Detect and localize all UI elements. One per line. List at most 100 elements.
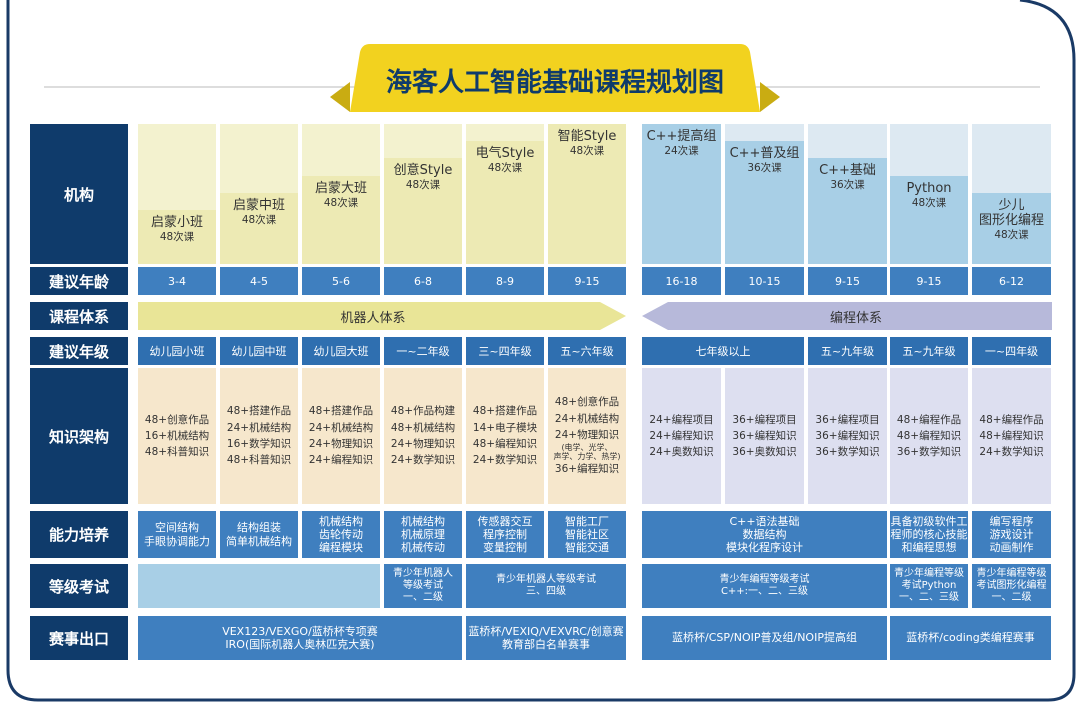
course-name: C++基础 [819,163,876,178]
age-cell: 6-8 [384,267,462,295]
grade-cell: 五~九年级 [808,337,887,365]
knowledge-cell: 24+编程项目 24+编程知识 24+奥数知识 [642,368,721,504]
course-lessons: 48次课 [911,196,947,209]
course-name: 智能Style [557,129,617,144]
knowledge-cell: 48+作品构建 48+机械结构 24+物理知识 24+数学知识 [384,368,462,504]
contest-cell-a: VEX123/VEXGO/蓝桥杯专项赛 IRO(国际机器人奥林匹克大赛) [138,616,462,660]
course-lessons: 36次课 [830,178,865,191]
course-lessons: 48次课 [487,161,523,174]
grade-cell: 幼儿园中班 [220,337,298,365]
coding-system-label: 编程体系 [829,310,882,326]
row-label-system: 课程体系 [30,302,128,330]
ability-cell: 传感器交互 程序控制 变量控制 [466,511,544,558]
course-name: 少儿 图形化编程 [978,198,1044,228]
course-lessons: 24次课 [664,144,699,157]
course-name: 创意Style [393,163,453,178]
age-cell: 6-12 [972,267,1051,295]
ability-cell: 编写程序 游戏设计 动画制作 [972,511,1051,558]
course-lessons: 36次课 [747,161,782,174]
course-name: Python [906,181,952,196]
grade-cell: 五~六年级 [548,337,626,365]
age-cell: 8-9 [466,267,544,295]
exam-cell-robot-b: 青少年机器人等级考试 三、四级 [466,564,626,608]
age-cell: 9-15 [808,267,887,295]
knowledge-cell: 48+编程作品 48+编程知识 24+数学知识 [972,368,1051,504]
age-cell: 10-15 [725,267,804,295]
knowledge-cell: 48+搭建作品 24+机械结构 24+物理知识 24+编程知识 [302,368,380,504]
ability-cell: 结构组装 简单机械结构 [220,511,298,558]
knowledge-cell: 36+编程项目 36+编程知识 36+数学知识 [808,368,887,504]
exam-cell: 青少年编程等级 考试Python 一、二、三级 [890,564,968,608]
ability-cell: 具备初级软件工 程师的核心技能 和编程思想 [890,511,968,558]
grade-cell: 幼儿园大班 [302,337,380,365]
grade-cell-merged: 七年级以上 [642,337,804,365]
course-name: 电气Style [475,146,535,161]
age-cell: 5-6 [302,267,380,295]
course-name: 启蒙小班 [150,215,203,230]
robot-system-label: 机器人体系 [340,310,406,326]
row-label-ability: 能力培养 [30,511,128,558]
page-title: 海客人工智能基础课程规划图 [385,67,724,98]
grade-cell: 一~四年级 [972,337,1051,365]
ability-cell: 智能工厂 智能社区 智能交通 [548,511,626,558]
contest-cell-b: 蓝桥杯/VEXIQ/VEXVRC/创意赛 教育部白名单赛事 [466,616,626,660]
course-lessons: 48次课 [405,178,441,191]
row-label-grade: 建议年级 [30,337,128,365]
exam-cell-cpp: 青少年编程等级考试 C++:一、二、三级 [642,564,887,608]
knowledge-cell: 48+搭建作品 14+电子模块 48+编程知识 24+数学知识 [466,368,544,504]
grade-cell: 一~二年级 [384,337,462,365]
contest-cell-d: 蓝桥杯/coding类编程赛事 [890,616,1051,660]
ability-cell: 机械结构 齿轮传动 编程模块 [302,511,380,558]
row-label-age: 建议年龄 [30,267,128,295]
ability-cell: 机械结构 机械原理 机械传动 [384,511,462,558]
course-lessons: 48次课 [159,230,195,243]
title-banner-shape [330,44,780,112]
knowledge-note: (电学、光学、 声学、力学、热学) [553,443,621,462]
grade-cell: 幼儿园小班 [138,337,216,365]
course-name: C++提高组 [646,129,717,144]
knowledge-cell: 48+搭建作品 24+机械结构 16+数学知识 48+科普知识 [220,368,298,504]
course-name: C++普及组 [729,146,800,161]
age-cell: 9-15 [548,267,626,295]
row-label-org: 机构 [30,124,128,264]
course-lessons: 48次课 [994,228,1029,241]
knowledge-extra: 36+编程知识 [554,463,620,476]
ability-cell-cpp: C++语法基础 数据结构 模块化程序设计 [642,511,887,558]
title-banner: 海客人工智能基础课程规划图 [330,42,780,112]
age-cell: 3-4 [138,267,216,295]
course-name: 启蒙中班 [232,198,285,213]
knowledge-cell: 36+编程项目 36+编程知识 36+奥数知识 [725,368,804,504]
exam-cell: 青少年编程等级 考试图形化编程 一、二级 [972,564,1051,608]
ability-cell: 空间结构 手眼协调能力 [138,511,216,558]
row-label-knowledge: 知识架构 [30,368,128,504]
exam-empty-cell [138,564,380,608]
course-name: 启蒙大班 [314,181,367,196]
age-cell: 9-15 [890,267,968,295]
exam-cell-robot-a: 青少年机器人 等级考试 一、二级 [384,564,462,608]
row-label-exam: 等级考试 [30,564,128,608]
age-cell: 4-5 [220,267,298,295]
row-label-contest: 赛事出口 [30,616,128,660]
course-lessons: 48次课 [323,196,359,209]
contest-cell-c: 蓝桥杯/CSP/NOIP普及组/NOIP提高组 [642,616,887,660]
knowledge-cell: 48+编程作品 48+编程知识 36+数学知识 [890,368,968,504]
grade-cell: 三~四年级 [466,337,544,365]
knowledge-cell: 48+创意作品 24+机械结构 24+物理知识(电学、光学、 声学、力学、热学)… [548,368,626,504]
grade-cell: 五~九年级 [890,337,968,365]
course-lessons: 48次课 [241,213,277,226]
course-lessons: 48次课 [569,144,605,157]
knowledge-cell: 48+创意作品 16+机械结构 48+科普知识 [138,368,216,504]
